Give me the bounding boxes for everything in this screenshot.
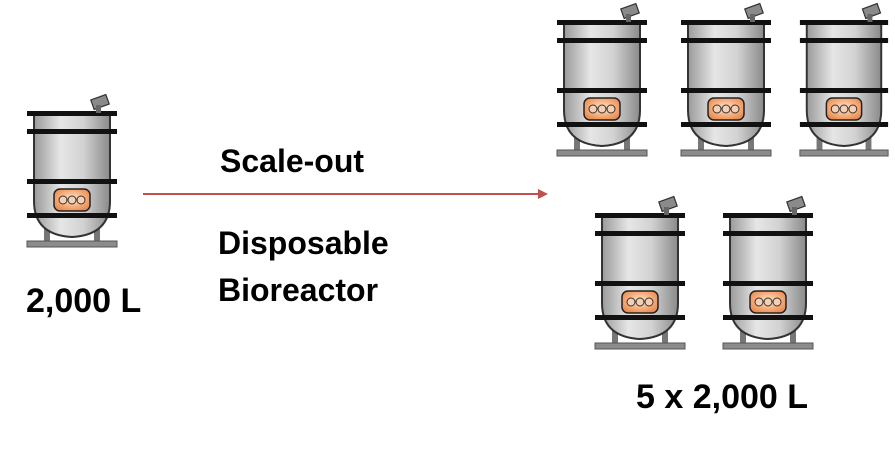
bioreactor-label: Bioreactor	[218, 272, 379, 308]
single-volume-label: 2,000 L	[26, 282, 142, 320]
multi-volume-label: 5 x 2,000 L	[636, 378, 809, 416]
scale-out-label: Scale-out	[220, 143, 365, 179]
bioreactor-icon	[594, 195, 686, 350]
bioreactor-icon	[556, 2, 648, 158]
bioreactor-icon	[798, 2, 890, 158]
single-bioreactor-icon	[26, 93, 118, 249]
bioreactor-icon	[722, 195, 814, 350]
disposable-label: Disposable	[218, 225, 389, 261]
bioreactor-icon	[680, 2, 772, 158]
